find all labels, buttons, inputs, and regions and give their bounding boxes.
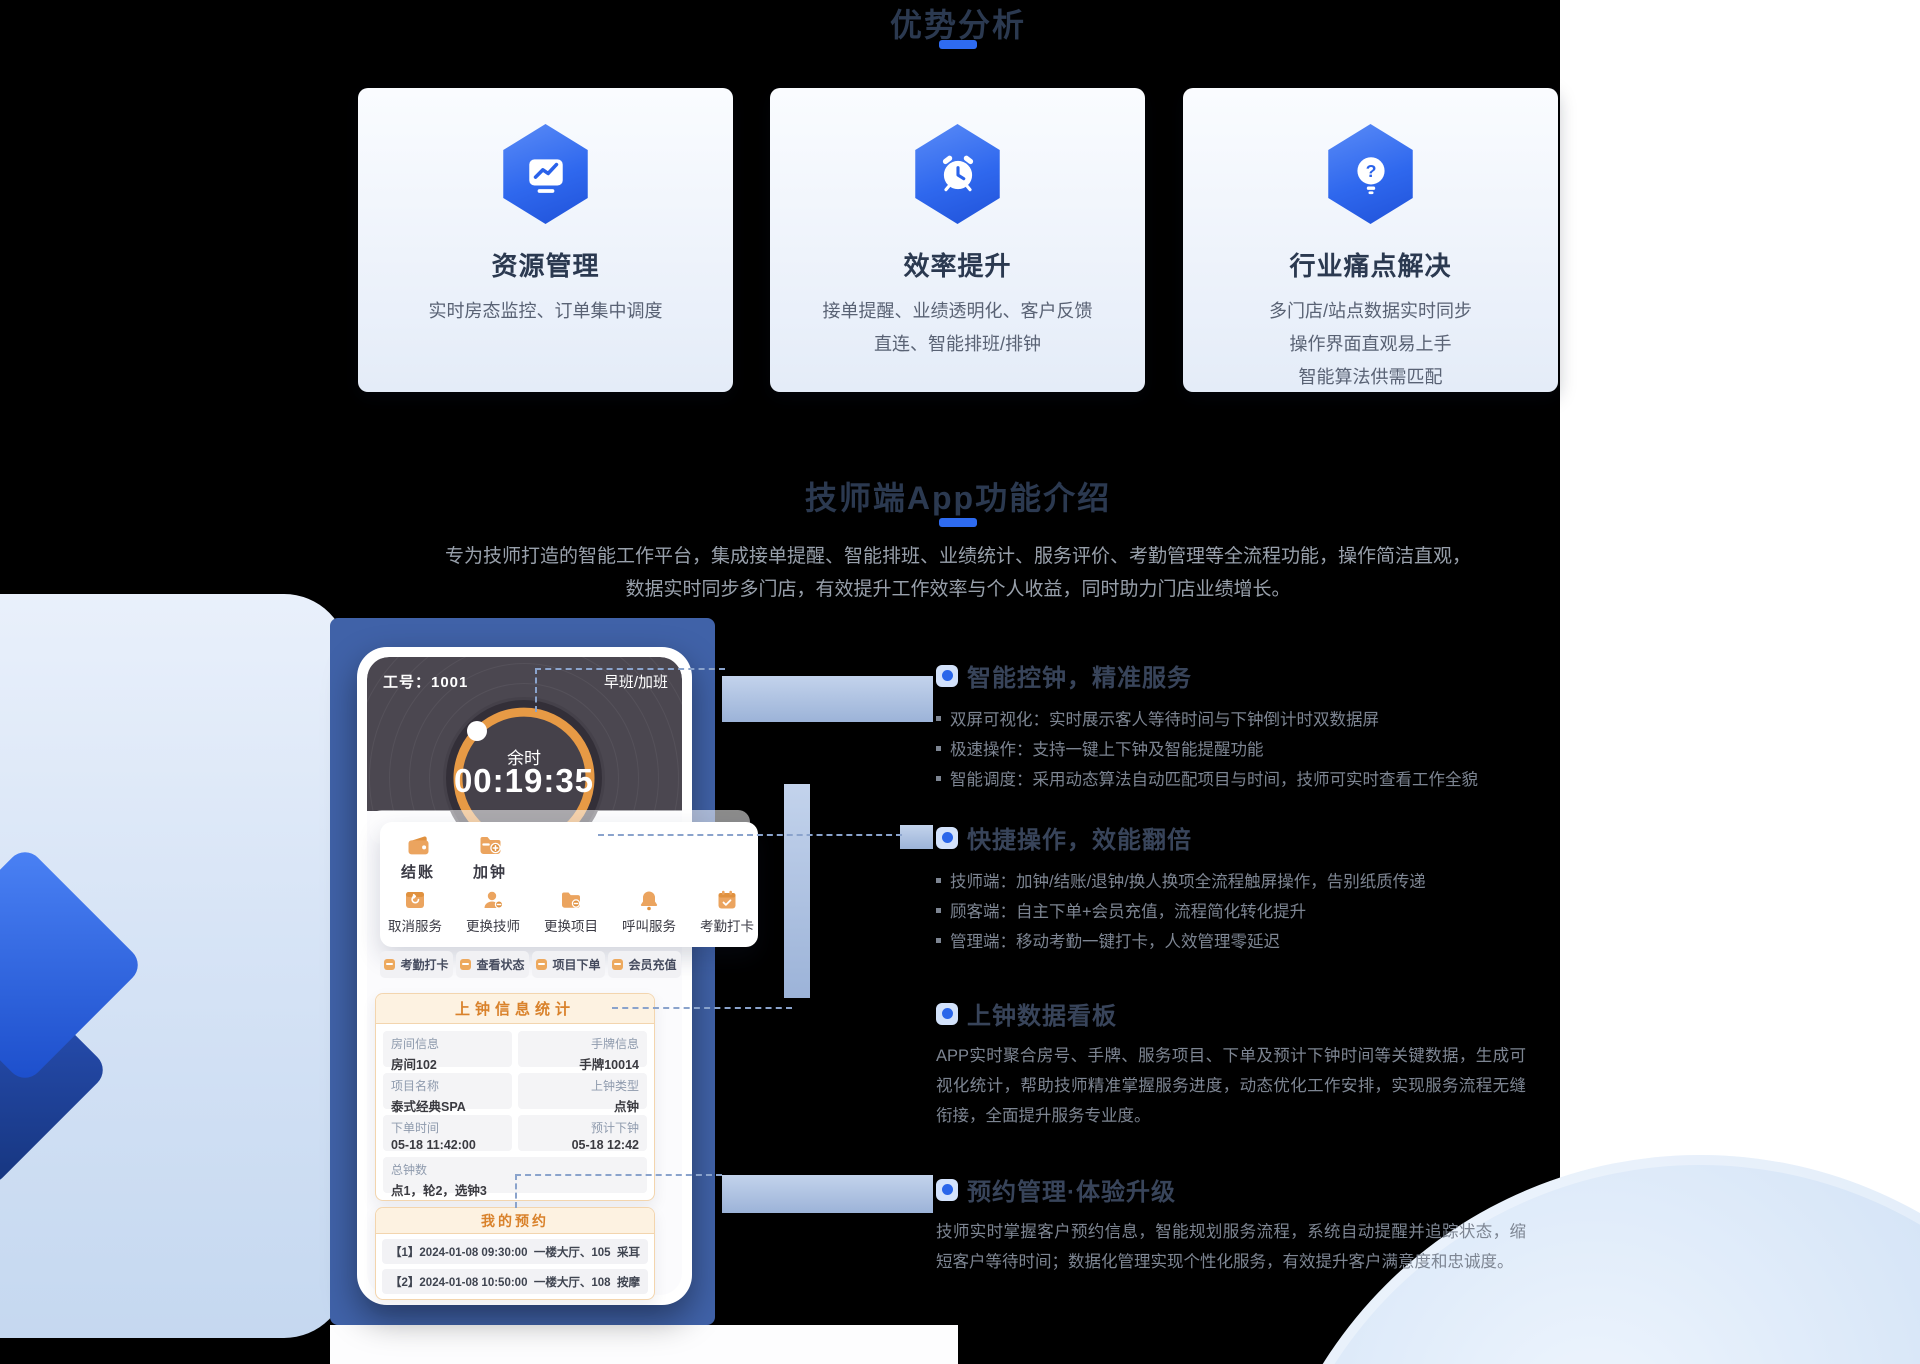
stats-title: 上钟信息统计 [376, 994, 654, 1024]
tag-place-order[interactable]: 项目下单 [532, 951, 605, 978]
connector-bar-cap [900, 825, 933, 849]
stats-field: 房间信息 房间102 [383, 1031, 512, 1072]
feature-booking: 预约管理·体验升级 技师实时掌握客户预约信息，智能规划服务流程，系统自动提醒并追… [936, 1178, 1526, 1271]
connector-bar-vertical [784, 784, 810, 998]
feature-smart-clock: 智能控钟，精准服务 双屏可视化：实时展示客人等待时间与下钟倒计时双数据屏 极速操… [936, 658, 1560, 795]
stats-field: 下单时间 05-18 11:42:00 [383, 1115, 512, 1152]
tag-member-recharge[interactable]: 会员充值 [608, 951, 681, 978]
folder-plus-icon [480, 837, 501, 854]
right-white-column [1560, 0, 1920, 1364]
card-title: 资源管理 [491, 251, 600, 281]
feature-bullet-icon [936, 1002, 958, 1025]
action-attendance[interactable]: 考勤打卡 [694, 888, 760, 935]
action-checkout[interactable]: 结账 [390, 832, 446, 882]
dashed-connector-appt-v [515, 1174, 517, 1208]
card-title: 行业痛点解决 [1289, 251, 1452, 281]
action-change-technician[interactable]: 更换技师 [460, 888, 526, 935]
shift-badge: 早班/加班 [603, 674, 668, 691]
connector-bar-1 [722, 676, 933, 722]
svg-text:?: ? [1365, 161, 1376, 181]
connector-bar-3 [722, 1175, 933, 1213]
card-subtitle: 接单提醒、业绩透明化、客户反馈 直连、智能排班/排钟 [822, 301, 1093, 354]
timer-label: 余时 [507, 749, 541, 768]
advantage-card-painpoints: ? 行业痛点解决 多门店/站点数据实时同步 操作界面直观易上手 智能算法供需匹配 [1183, 88, 1558, 392]
feature-quick-ops: 快捷操作，效能翻倍 技师端：加钟/结账/退钟/换人换项全流程触屏操作，告别纸质传… [936, 820, 1560, 957]
advantages-title: 优势分析 [358, 0, 1558, 46]
feature-bullet-icon [936, 1178, 958, 1201]
person-switch-icon [484, 891, 504, 909]
bell-icon [640, 891, 658, 911]
feature-bullet-icon [936, 664, 958, 687]
feature-data-board: 上钟数据看板 APP实时聚合房号、手牌、服务项目、下单及预计下钟时间等关键数据，… [936, 1002, 1526, 1125]
wallet-icon [408, 836, 428, 855]
dashed-connector-appt-h [515, 1174, 722, 1176]
dashed-connector-dial-v [535, 668, 537, 712]
card-title: 效率提升 [903, 251, 1012, 281]
action-call-service[interactable]: 呼叫服务 [616, 888, 682, 935]
doc-mini-icon [536, 959, 548, 970]
tag-attendance[interactable]: 考勤打卡 [380, 951, 453, 978]
stats-field: 手牌信息 手牌10014 [518, 1031, 647, 1072]
bulb-question-icon: ? [1328, 124, 1413, 224]
box-return-icon [406, 892, 424, 908]
tag-view-status[interactable]: 查看状态 [456, 951, 529, 978]
action-add-time[interactable]: 加钟 [462, 832, 518, 882]
person-mini-icon [460, 959, 472, 970]
appointments-panel: 我的预约 【1】2024-01-08 09:30:00 一楼大厅、105 采耳 … [375, 1207, 655, 1300]
app-intro-title-underline [939, 518, 977, 527]
action-cancel-service[interactable]: 取消服务 [382, 888, 448, 935]
worker-number: 工号：1001 [383, 674, 469, 691]
calendar-check-icon [718, 890, 736, 909]
actions-card [380, 822, 758, 947]
advantage-card-efficiency: 效率提升 接单提醒、业绩透明化、客户反馈 直连、智能排班/排钟 [770, 88, 1145, 392]
dashed-connector-actions [598, 834, 902, 836]
feature-bullet-icon [936, 826, 958, 849]
folder-switch-icon [561, 892, 581, 908]
service-stats-panel: 上钟信息统计 房间信息 房间102 手牌信息 手牌10014 项目名称 泰式经典… [375, 993, 655, 1201]
app-intro-title: 技师端App功能介绍 [358, 473, 1558, 519]
appointment-row[interactable]: 【1】2024-01-08 09:30:00 一楼大厅、105 采耳 [382, 1239, 648, 1264]
stats-field: 上钟类型 点钟 [518, 1073, 647, 1114]
advantage-card-resource: 资源管理 实时房态监控、订单集中调度 [358, 88, 733, 392]
app-intro-description: 专为技师打造的智能工作平台，集成接单提醒、智能排班、业绩统计、服务评价、考勤管理… [444, 546, 1471, 600]
appointments-title: 我的预约 [376, 1208, 654, 1234]
timer-value: 00:19:35 [453, 762, 595, 799]
advantages-title-text: 优势分析 [889, 7, 1026, 43]
chart-monitor-icon [503, 124, 588, 224]
member-mini-icon [612, 959, 624, 970]
advantages-title-underline [939, 40, 977, 49]
card-subtitle: 多门店/站点数据实时同步 操作界面直观易上手 智能算法供需匹配 [1269, 301, 1472, 387]
card-subtitle: 实时房态监控、订单集中调度 [428, 301, 663, 321]
action-change-project[interactable]: 更换项目 [538, 888, 604, 935]
app-intro-title-text: 技师端App功能介绍 [804, 480, 1112, 516]
stats-field: 项目名称 泰式经典SPA [383, 1073, 512, 1114]
alarm-clock-icon [915, 124, 1000, 224]
stats-grid: 房间信息 房间102 手牌信息 手牌10014 项目名称 泰式经典SPA 上钟类… [376, 1024, 654, 1200]
dashed-connector-stats [612, 1007, 792, 1009]
bottom-white-band [330, 1325, 958, 1364]
appointment-row[interactable]: 【2】2024-01-08 10:50:00 一楼大厅、108 按摩 [382, 1269, 648, 1294]
dashed-connector-dial-h [535, 668, 725, 670]
stats-field: 预计下钟 05-18 12:42 [518, 1115, 647, 1152]
calendar-mini-icon [384, 959, 396, 970]
